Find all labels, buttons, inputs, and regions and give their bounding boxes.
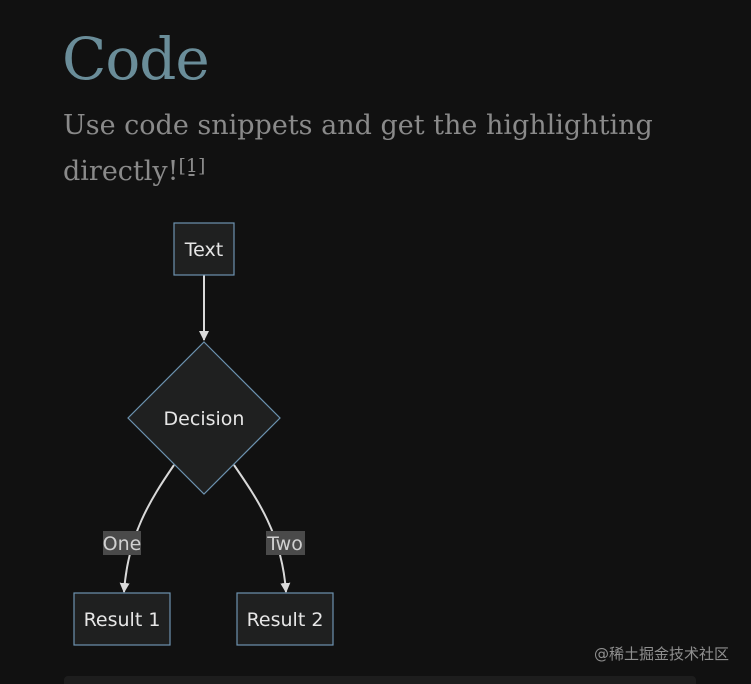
node-result2-label: Result 2 [247,609,324,631]
edge-label-two-text: Two [266,533,303,555]
node-decision: Decision [127,341,281,495]
edge-label-one-text: One [103,533,142,555]
node-result2: Result 2 [236,592,334,646]
node-result1-label: Result 1 [84,609,161,631]
edge-label-one: One [103,531,142,555]
page-description: Use code snippets and get the highlighti… [63,106,683,192]
watermark: @稀土掘金技术社区 [593,645,729,663]
node-result1: Result 1 [73,592,171,646]
node-text-label: Text [184,239,223,261]
code-block-edge [64,676,696,684]
node-text: Text [173,222,235,276]
edge-label-two: Two [266,531,305,555]
edge-decision-to-result1 [119,464,175,593]
edge-decision-to-result2 [233,464,291,593]
node-decision-label: Decision [164,408,245,430]
description-text: Use code snippets and get the highlighti… [63,110,653,187]
page-title: Code [62,25,210,93]
footnote-link[interactable]: [1] [178,155,206,177]
